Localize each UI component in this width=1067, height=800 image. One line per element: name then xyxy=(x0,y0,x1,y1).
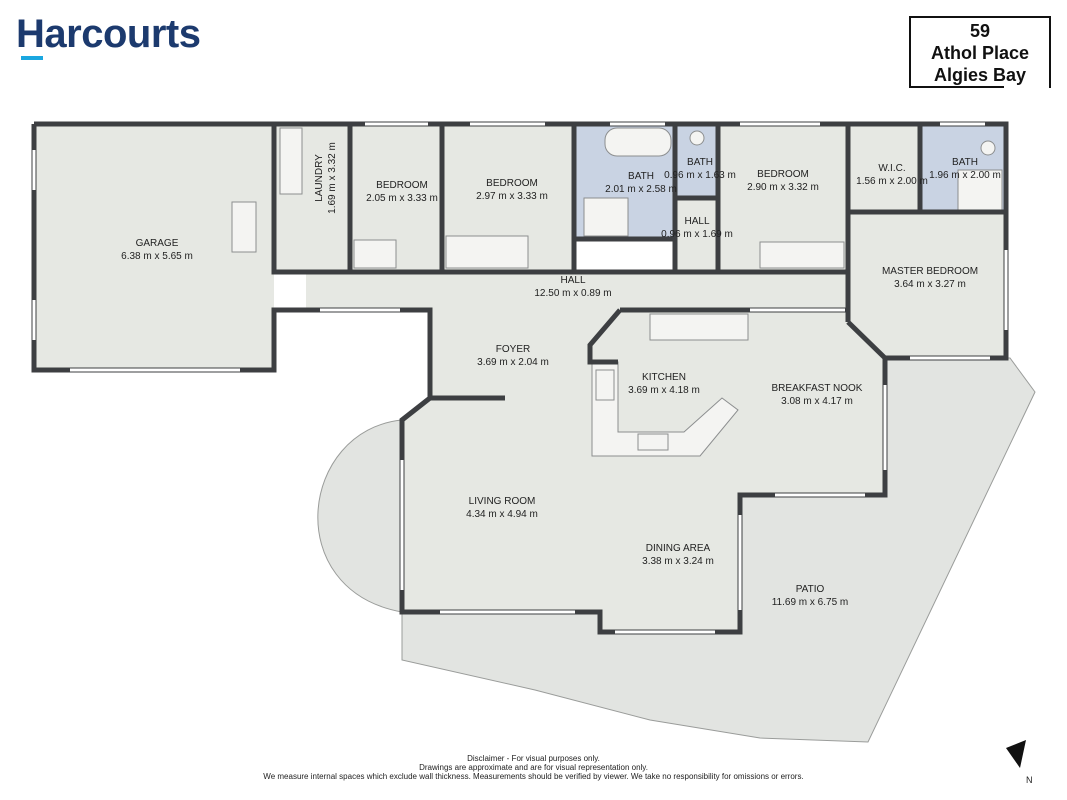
toilet-icon xyxy=(689,130,705,146)
sink-icon xyxy=(637,433,669,451)
north-label: N xyxy=(1026,775,1033,785)
toilet-icon xyxy=(980,140,996,156)
wardrobe-icon xyxy=(759,241,845,269)
disclaimer-line1: Disclaimer - For visual purposes only. xyxy=(467,754,600,763)
nook-dims: 3.08 m x 4.17 m xyxy=(781,396,853,407)
address-number: 59 xyxy=(969,21,991,41)
wic-floor xyxy=(848,124,920,212)
kitchen-dims: 3.69 m x 4.18 m xyxy=(628,385,700,396)
disclaimer-line3: We measure internal spaces which exclude… xyxy=(263,772,804,781)
wic-dims: 1.56 m x 2.00 m xyxy=(856,176,928,187)
bath3-name: BATH xyxy=(952,157,978,168)
address-suburb: Algies Bay xyxy=(933,65,1027,85)
address-box: 59 Athol Place Algies Bay xyxy=(909,16,1051,88)
bedroom1-name: BEDROOM xyxy=(376,180,428,191)
address-box-underline xyxy=(909,86,1004,88)
kitchen-upper-counter xyxy=(649,313,749,341)
living-floor xyxy=(402,310,885,632)
shower-icon xyxy=(957,169,1003,211)
hall-small-dims: 0.96 m x 1.69 m xyxy=(661,229,733,240)
bay-deck xyxy=(317,419,403,613)
wardrobe-icon xyxy=(445,235,529,269)
bedroom1-dims: 2.05 m x 3.33 m xyxy=(366,193,438,204)
stove-icon xyxy=(595,369,615,401)
hall-floor xyxy=(306,272,848,310)
bath1-dims: 2.01 m x 2.58 m xyxy=(605,184,677,195)
foyer-name: FOYER xyxy=(496,344,530,355)
windows xyxy=(32,122,1008,634)
bedroom3-name: BEDROOM xyxy=(757,169,809,180)
garage-item-icon xyxy=(231,201,257,253)
brand-logo: Harcourts xyxy=(16,12,201,56)
bath2-name: BATH xyxy=(687,157,713,168)
laundry-dims: 1.69 m x 3.32 m xyxy=(327,142,338,214)
patio-dims: 11.69 m x 6.75 m xyxy=(772,597,849,608)
brand-logo-accent xyxy=(21,56,43,60)
bathtub-icon xyxy=(604,127,672,157)
north-arrow-icon: N xyxy=(1006,740,1033,785)
bedroom2-dims: 2.97 m x 3.33 m xyxy=(476,191,548,202)
master-floor xyxy=(848,212,1006,358)
nook-name: BREAKFAST NOOK xyxy=(772,383,863,394)
bath3-dims: 1.96 m x 2.00 m xyxy=(929,170,1001,181)
bedroom3-dims: 2.90 m x 3.32 m xyxy=(747,182,819,193)
laundry-name: LAUNDRY xyxy=(314,154,325,202)
room-labels: GARAGE 6.38 m x 5.65 m LAUNDRY 1.69 m x … xyxy=(121,142,1001,608)
master-name: MASTER BEDROOM xyxy=(882,266,978,277)
kitchen-counter xyxy=(591,361,739,457)
kitchen-name: KITCHEN xyxy=(642,372,686,383)
laundry-cabinet-icon xyxy=(279,127,303,195)
garage-name: GARAGE xyxy=(136,238,179,249)
hall-name: HALL xyxy=(560,275,585,286)
bath1-name: BATH xyxy=(628,171,654,182)
hall-small-floor xyxy=(676,198,718,272)
foyer-dims: 3.69 m x 2.04 m xyxy=(477,357,549,368)
garage-dims: 6.38 m x 5.65 m xyxy=(121,251,193,262)
bedroom2-name: BEDROOM xyxy=(486,178,538,189)
hall-small-name: HALL xyxy=(684,216,709,227)
hall-dims: 12.50 m x 0.89 m xyxy=(534,288,611,299)
disclaimer-line2: Drawings are approximate and are for vis… xyxy=(419,763,648,772)
address-street: Athol Place xyxy=(930,43,1030,63)
disclaimer: Disclaimer - For visual purposes only. D… xyxy=(200,754,867,781)
living-dims: 4.34 m x 4.94 m xyxy=(466,509,538,520)
bath2-dims: 0.96 m x 1.63 m xyxy=(664,170,736,181)
dining-name: DINING AREA xyxy=(646,543,711,554)
dining-dims: 3.38 m x 3.24 m xyxy=(642,556,714,567)
living-name: LIVING ROOM xyxy=(469,496,536,507)
patio-name: PATIO xyxy=(796,584,825,595)
master-dims: 3.64 m x 3.27 m xyxy=(894,279,966,290)
shower-icon xyxy=(583,197,629,237)
wardrobe-icon xyxy=(353,239,397,269)
wic-name: W.I.C. xyxy=(878,163,905,174)
